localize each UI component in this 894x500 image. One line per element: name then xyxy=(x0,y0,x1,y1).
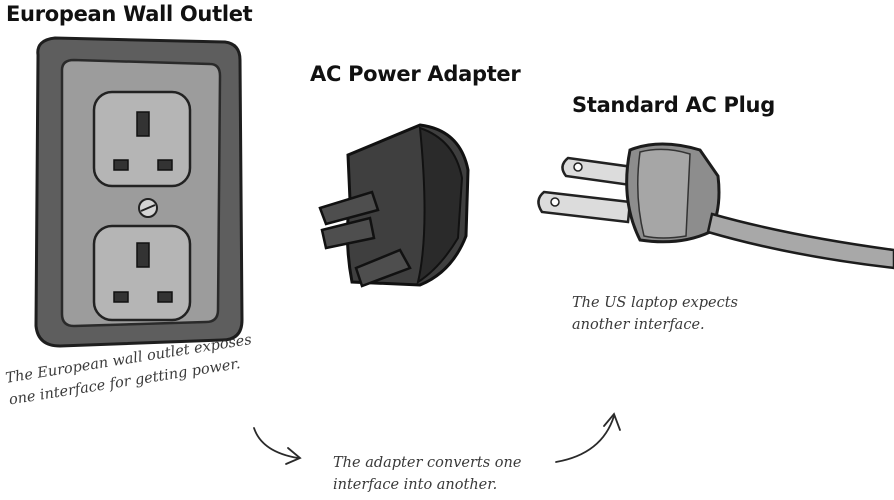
ac-plug-illustration xyxy=(537,142,894,270)
adapter-caption-line1: The adapter converts one xyxy=(333,455,522,471)
plug-caption: The US laptop expects another interface. xyxy=(572,292,782,336)
power-adapter-illustration xyxy=(318,123,470,288)
outlet-slot-icon xyxy=(136,242,150,268)
outlet-title: European Wall Outlet xyxy=(6,2,253,26)
arrow-icon xyxy=(253,427,302,465)
adapter-title: AC Power Adapter xyxy=(310,62,521,86)
plug-caption-line1: The US laptop expects xyxy=(572,295,738,311)
outlet-slot-icon xyxy=(157,159,173,171)
adapter-caption: The adapter converts one interface into … xyxy=(333,452,563,496)
outlet-slot-icon xyxy=(113,159,129,171)
adapter-caption-line2: interface into another. xyxy=(333,477,498,493)
outlet-slot-icon xyxy=(157,291,173,303)
plug-title: Standard AC Plug xyxy=(572,93,775,117)
plug-caption-line2: another interface. xyxy=(572,317,705,333)
outlet-slot-icon xyxy=(113,291,129,303)
arrow-icon xyxy=(555,412,621,463)
outlet-slot-icon xyxy=(136,111,150,137)
wall-outlet-illustration xyxy=(34,36,244,348)
